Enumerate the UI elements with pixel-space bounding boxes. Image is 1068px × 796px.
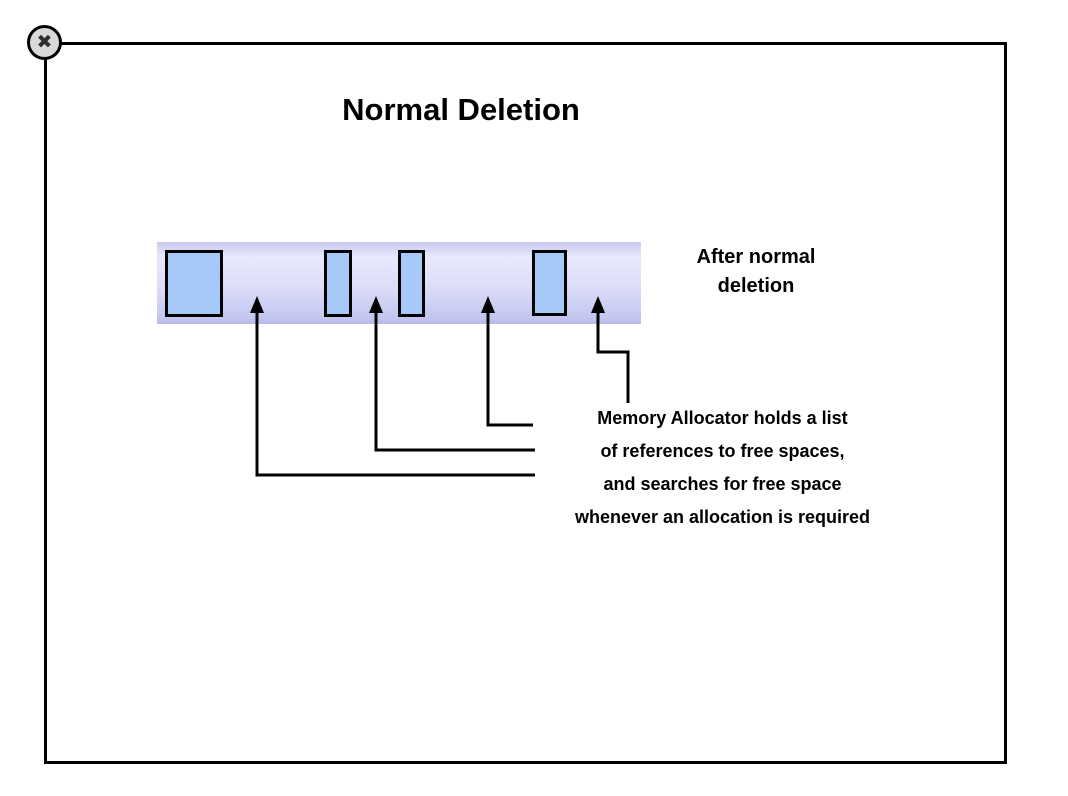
allocator-note-line: whenever an allocation is required	[574, 507, 871, 527]
allocator-note-line: of references to free spaces,	[600, 441, 845, 461]
allocator-note-line: and searches for free space	[603, 474, 842, 494]
allocated-block-1	[165, 250, 223, 317]
after-deletion-label: After normal deletion	[656, 243, 856, 301]
after-deletion-label-line2: deletion	[717, 275, 795, 297]
allocator-note-line: Memory Allocator holds a list	[597, 408, 848, 428]
after-deletion-label-line1: After normal	[696, 246, 816, 268]
allocated-block-4	[532, 250, 567, 316]
slide-title: Normal Deletion	[342, 92, 580, 127]
allocator-note: Memory Allocator holds a list of referen…	[535, 402, 910, 534]
close-icon[interactable]: ✖	[27, 25, 62, 60]
allocated-block-3	[398, 250, 425, 317]
allocated-block-2	[324, 250, 352, 317]
